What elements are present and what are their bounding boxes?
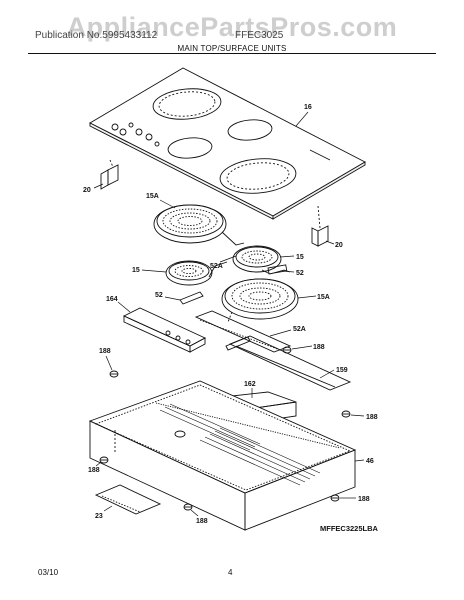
label-188-right-low: 188 (358, 496, 370, 503)
surface-element-15-right (232, 245, 291, 275)
part-labels: 16 20 20 15A 52A 15 15 52 52 15A 164 52A… (83, 104, 379, 533)
label-188-left-top: 188 (99, 348, 111, 355)
label-46: 46 (366, 458, 374, 465)
main-box-46 (88, 380, 357, 531)
screws (99, 346, 351, 511)
label-188-right-mid: 188 (366, 414, 378, 421)
bracket-52-left (179, 291, 204, 305)
model-code: MFFEC3225LBA (320, 524, 379, 533)
label-159: 159 (336, 367, 348, 374)
bracket-right (311, 205, 329, 247)
leader-lines (93, 111, 365, 517)
header-rule (28, 53, 436, 54)
glass-cooktop (89, 67, 366, 220)
publication-number: Publication No.5995433112 (35, 30, 158, 41)
label-15A-right: 15A (317, 294, 330, 301)
label-188-bottom: 188 (196, 518, 208, 525)
label-23: 23 (95, 513, 103, 520)
label-164: 164 (106, 296, 118, 303)
label-15-left: 15 (132, 267, 140, 274)
label-15A-top: 15A (146, 193, 159, 200)
label-52A-top: 52A (210, 263, 223, 270)
model-header: FFEC3025 (235, 30, 284, 41)
surface-element-15A-top (153, 204, 245, 246)
control-bracket-164 (122, 307, 207, 353)
cover-panel-23 (94, 484, 162, 515)
label-52-left: 52 (155, 292, 163, 299)
watermark-text: AppliancePartsPros.com (66, 12, 398, 42)
trim-159 (228, 335, 352, 391)
label-20-right: 20 (335, 242, 343, 249)
label-20-left: 20 (83, 187, 91, 194)
surface-element-15A-right (221, 278, 299, 323)
label-52A-lower: 52A (293, 326, 306, 333)
footer-page-number: 4 (228, 568, 233, 577)
label-188-right-top: 188 (313, 344, 325, 351)
label-52-right: 52 (296, 270, 304, 277)
bracket-left (100, 159, 119, 190)
label-15-right: 15 (296, 254, 304, 261)
label-16: 16 (304, 104, 312, 111)
footer-date: 03/10 (38, 568, 59, 577)
label-162: 162 (244, 381, 256, 388)
label-188-left-low: 188 (88, 467, 100, 474)
surface-element-15-left (165, 260, 228, 286)
section-title: MAIN TOP/SURFACE UNITS (177, 44, 287, 53)
